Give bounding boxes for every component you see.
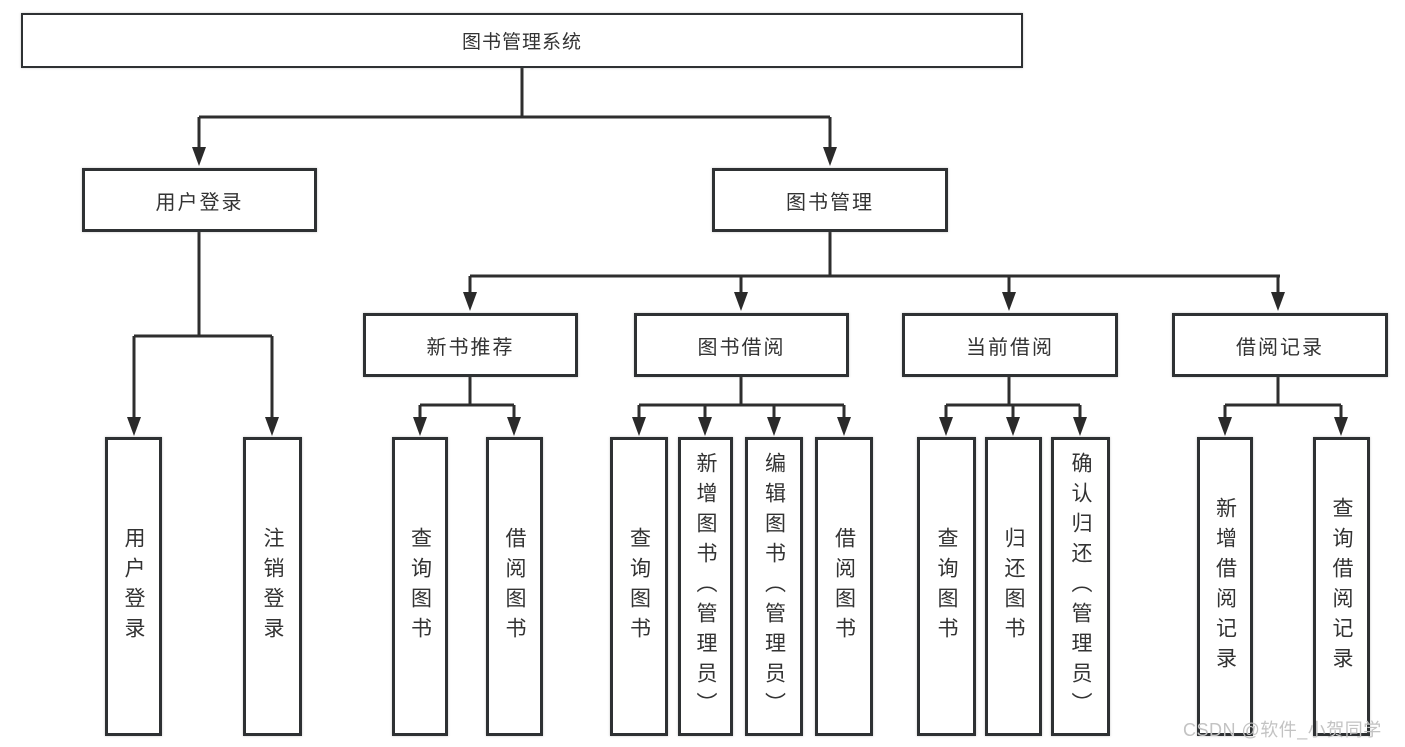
arrowhead-icon bbox=[734, 292, 748, 311]
arrowhead-icon bbox=[837, 417, 851, 436]
leaf-confirm-return-admin: 确认归还（管理员） bbox=[1051, 437, 1110, 736]
leaf-add-book-admin: 新增图书（管理员） bbox=[678, 437, 733, 736]
connector-structure bbox=[134, 68, 1341, 407]
leaf-add-borrow-record: 新增借阅记录 bbox=[1197, 437, 1253, 736]
arrowhead-icon bbox=[1006, 417, 1020, 436]
watermark: CSDN @软件_小贺同学 bbox=[1183, 720, 1382, 740]
leaf-return-book: 归还图书 bbox=[985, 437, 1042, 736]
arrowhead-icon bbox=[127, 417, 141, 436]
arrowhead-icon bbox=[413, 417, 427, 436]
leaf-edit-book-admin: 编辑图书（管理员） bbox=[745, 437, 803, 736]
arrowhead-icon bbox=[1002, 292, 1016, 311]
arrowhead-icon bbox=[767, 417, 781, 436]
arrowhead-icon bbox=[463, 292, 477, 311]
arrowhead-icon bbox=[632, 417, 646, 436]
arrowhead-icon bbox=[1218, 417, 1232, 436]
connector-arrow-shafts bbox=[132, 117, 1343, 426]
arrowhead-icon bbox=[823, 147, 837, 166]
node-book-management: 图书管理 bbox=[712, 168, 948, 232]
leaf-query-books-borrowing: 查询图书 bbox=[610, 437, 668, 736]
leaf-user-login: 用户登录 bbox=[105, 437, 162, 736]
leaf-query-borrow-record: 查询借阅记录 bbox=[1313, 437, 1370, 736]
arrowhead-icon bbox=[939, 417, 953, 436]
arrowhead-icon bbox=[192, 147, 206, 166]
arrowhead-icon bbox=[698, 417, 712, 436]
leaf-query-books-recommend: 查询图书 bbox=[392, 437, 448, 736]
node-book-borrowing: 图书借阅 bbox=[634, 313, 849, 377]
node-current-borrowing: 当前借阅 bbox=[902, 313, 1118, 377]
arrowhead-icon bbox=[507, 417, 521, 436]
node-new-book-recommendation: 新书推荐 bbox=[363, 313, 578, 377]
leaf-borrow-books-borrowing: 借阅图书 bbox=[815, 437, 873, 736]
leaf-logout: 注销登录 bbox=[243, 437, 302, 736]
arrowhead-icon bbox=[265, 417, 279, 436]
leaf-query-books-current: 查询图书 bbox=[917, 437, 976, 736]
node-library-management-system: 图书管理系统 bbox=[21, 13, 1023, 68]
node-user-login: 用户登录 bbox=[82, 168, 317, 232]
node-borrowing-records: 借阅记录 bbox=[1172, 313, 1388, 377]
leaf-borrow-books-recommend: 借阅图书 bbox=[486, 437, 543, 736]
arrowhead-icon bbox=[1271, 292, 1285, 311]
arrowhead-icon bbox=[1073, 417, 1087, 436]
arrowhead-icon bbox=[1334, 417, 1348, 436]
